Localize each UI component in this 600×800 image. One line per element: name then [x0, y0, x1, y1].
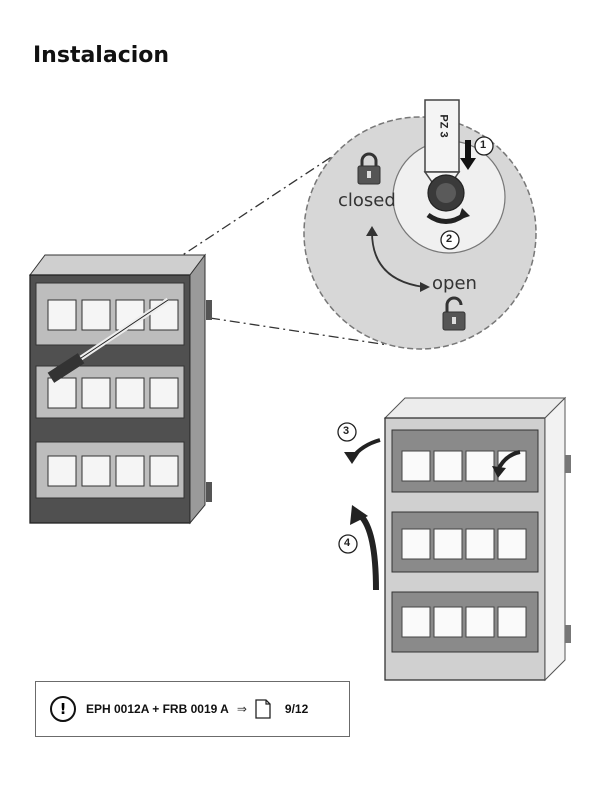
open-label: open [432, 273, 477, 294]
push-arrow [460, 158, 476, 170]
note-text: EPH 0012A + FRB 0019 A [86, 702, 229, 716]
exclamation-circle-icon: ! [50, 696, 76, 722]
callout-connector-top [171, 147, 346, 263]
padlock-open-icon [442, 296, 466, 331]
document-icon [255, 699, 271, 719]
page-reference: 9/12 [284, 702, 309, 716]
callout-detail [303, 99, 537, 350]
padlock-closed-icon [357, 152, 381, 185]
closed-open-arrow [371, 231, 425, 288]
reference-note: ! EPH 0012A + FRB 0019 A ⇒ 9/12 [35, 681, 350, 737]
page-title: Instalacion [33, 43, 170, 68]
cabinet-left [29, 253, 212, 525]
tool-label: PZ 3 [437, 114, 450, 138]
step-1-label: 1 [480, 139, 487, 151]
cabinet-right [337, 396, 571, 682]
step-4-label: 4 [344, 537, 351, 549]
arrow-icon: ⇒ [236, 702, 247, 716]
screwdriver-tool [47, 297, 170, 383]
closed-label: closed [338, 190, 396, 211]
step-2-label: 2 [446, 233, 453, 245]
step-3-label: 3 [343, 425, 350, 437]
remove-door-arrow [357, 512, 379, 591]
